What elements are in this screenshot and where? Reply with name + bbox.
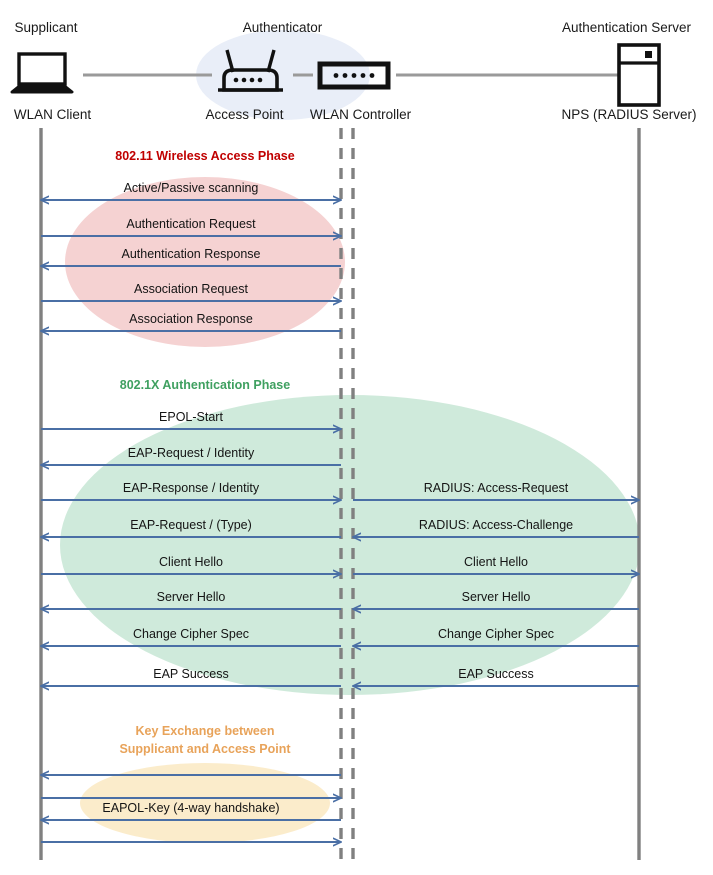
phase-ellipse-wireless [65,177,345,347]
phase-ellipse-keyexchange [80,763,330,843]
access-point-icon [218,49,283,92]
laptop-icon [10,52,74,94]
message-label-right-2: Client Hello [464,555,528,569]
node-role-supplicant: Supplicant [14,20,78,35]
message-label-left-1: Authentication Request [126,217,256,231]
message-label-left-8: EAP-Request / (Type) [130,518,252,532]
node-role-authenticator: Authenticator [242,20,323,35]
phase-ellipse-dot1x [60,395,640,695]
wlan-controller-icon [317,61,391,90]
message-label-right-4: Change Cipher Spec [437,627,555,641]
phase-label-wireless-access: 802.11 Wireless Access Phase [115,149,295,163]
message-label-left-15: EAPOL-Key (4-way handshake) [102,801,280,815]
message-label-left-11: Change Cipher Spec [132,627,250,641]
message-label-left-9: Client Hello [159,555,223,569]
message-label-left-4: Association Response [129,312,253,326]
message-label-left-3: Association Request [134,282,248,296]
message-label-right-1: RADIUS: Access-Challenge [418,518,574,532]
node-device-wlan-controller: WLAN Controller [309,107,412,122]
message-label-left-5: EPOL-Start [159,410,223,424]
node-role-authentication-server: Authentication Server [561,20,692,35]
node-device-nps: NPS (RADIUS Server) [561,107,697,122]
phase-label-key-exchange-line2: Supplicant and Access Point [119,742,291,756]
node-device-wlan-client: WLAN Client [13,107,92,122]
message-label-left-7: EAP-Response / Identity [122,481,260,495]
message-label-left-0: Active/Passive scanning [123,181,259,195]
message-label-left-10: Server Hello [156,590,226,604]
authenticator-halo [196,30,370,120]
message-label-left-6: EAP-Request / Identity [127,446,255,460]
phase-label-dot1x: 802.1X Authentication Phase [119,378,291,392]
node-device-access-point: Access Point [205,107,284,122]
server-icon [617,43,661,107]
message-label-right-5: EAP Success [458,667,534,681]
message-label-right-0: RADIUS: Access-Request [423,481,569,495]
phase-label-key-exchange: Key Exchange between Supplicant and Acce… [60,722,350,758]
message-arrow-group [41,200,639,842]
message-label-right-3: Server Hello [461,590,531,604]
phase-label-key-exchange-line1: Key Exchange between [135,724,275,738]
message-label-left-12: EAP Success [153,667,229,681]
message-label-left-2: Authentication Response [121,247,261,261]
